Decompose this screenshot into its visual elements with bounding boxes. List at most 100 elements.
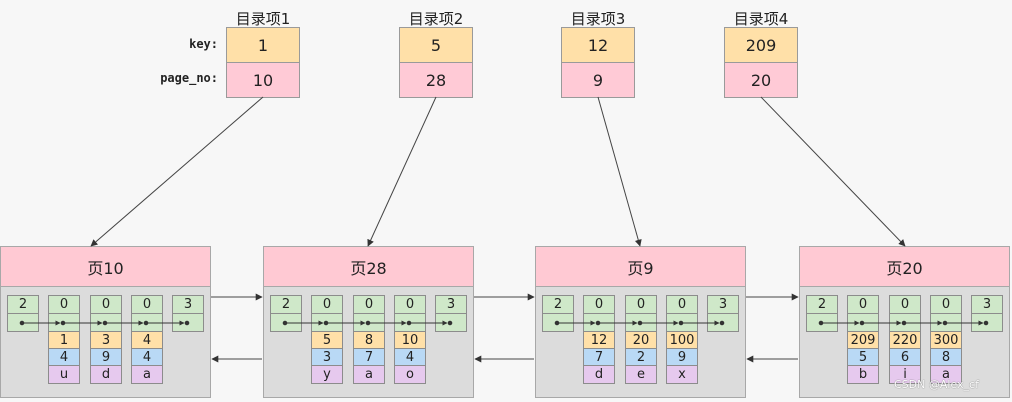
next-record-pointer [90,313,122,332]
record-key: 209 [847,331,879,349]
record-header: 0 [90,295,122,314]
record-header: 0 [889,295,921,314]
record-id: 4 [131,348,163,366]
record-key: 5 [311,331,343,349]
directory-page-no: 10 [226,62,300,98]
record-key: 20 [625,331,657,349]
directory-key: 5 [399,27,473,63]
directory-pointer-arrow [597,96,642,247]
page-title: 页10 [1,247,210,287]
record-header: 3 [172,295,204,314]
next-record-pointer [131,313,163,332]
record-column: i [889,365,921,384]
record-header: 0 [131,295,163,314]
record-id: 6 [889,348,921,366]
record-column: d [583,365,615,384]
next-record-pointer [666,313,698,332]
directory-pointer-arrow [90,96,264,247]
record-column: a [131,365,163,384]
data-page: 页28 2 0 5 3 y 0 8 7 a 0 10 4 o 3 [263,246,474,398]
record-header: 2 [806,295,838,314]
record-column: e [625,365,657,384]
next-record-pointer [707,313,739,332]
record-column: x [666,365,698,384]
record-column: y [311,365,343,384]
watermark-text: CSDN @Alex_cf [894,378,979,391]
next-record-pointer [435,313,467,332]
directory-key: 1 [226,27,300,63]
record-key: 12 [583,331,615,349]
record-id: 8 [930,348,962,366]
record-header: 0 [394,295,426,314]
page-title: 页28 [264,247,473,287]
record-header: 0 [353,295,385,314]
record-header: 2 [542,295,574,314]
record-key: 3 [90,331,122,349]
next-record-pointer [971,313,1003,332]
record-id: 4 [48,348,80,366]
next-record-pointer [48,313,80,332]
next-record-pointer [7,313,39,332]
record-id: 3 [311,348,343,366]
key-row-label: key: [189,37,218,51]
next-record-pointer [353,313,385,332]
record-id: 2 [625,348,657,366]
directory-pointer-arrow [760,96,906,247]
page-title: 页9 [536,247,745,287]
directory-item-title: 目录项4 [733,10,789,28]
data-page: 页10 2 0 1 4 u 0 3 9 d 0 4 4 a 3 [0,246,211,398]
record-key: 100 [666,331,698,349]
record-column: o [394,365,426,384]
directory-page-no: 9 [561,62,635,98]
directory-item-title: 目录项1 [235,10,291,28]
record-header: 0 [666,295,698,314]
next-record-pointer [542,313,574,332]
record-header: 2 [270,295,302,314]
next-record-pointer [847,313,879,332]
record-key: 4 [131,331,163,349]
record-column: a [353,365,385,384]
record-key: 300 [930,331,962,349]
next-record-pointer [270,313,302,332]
record-header: 0 [625,295,657,314]
next-record-pointer [172,313,204,332]
record-column: u [48,365,80,384]
directory-item-title: 目录项2 [408,10,464,28]
record-header: 3 [707,295,739,314]
next-record-pointer [583,313,615,332]
next-record-pointer [889,313,921,332]
record-key: 1 [48,331,80,349]
directory-key: 209 [724,27,798,63]
record-key: 10 [394,331,426,349]
next-record-pointer [625,313,657,332]
record-header: 0 [847,295,879,314]
record-header: 0 [48,295,80,314]
record-key: 220 [889,331,921,349]
record-header: 3 [435,295,467,314]
record-id: 4 [394,348,426,366]
next-record-pointer [311,313,343,332]
record-column: b [847,365,879,384]
record-key: 8 [353,331,385,349]
record-column: a [930,365,962,384]
record-id: 9 [90,348,122,366]
directory-item-title: 目录项3 [570,10,626,28]
record-header: 0 [583,295,615,314]
record-header: 0 [930,295,962,314]
record-header: 2 [7,295,39,314]
record-id: 9 [666,348,698,366]
directory-key: 12 [561,27,635,63]
next-record-pointer [930,313,962,332]
record-header: 3 [971,295,1003,314]
record-id: 5 [847,348,879,366]
page-no-row-label: page_no: [160,71,218,85]
record-id: 7 [583,348,615,366]
record-id: 7 [353,348,385,366]
data-page: 页20 2 0 209 5 b 0 220 6 i 0 300 8 a 3 [799,246,1010,398]
data-page: 页9 2 0 12 7 d 0 20 2 e 0 100 9 x 3 [535,246,746,398]
directory-pointer-arrow [367,96,437,247]
page-title: 页20 [800,247,1009,287]
record-header: 0 [311,295,343,314]
next-record-pointer [806,313,838,332]
directory-page-no: 20 [724,62,798,98]
